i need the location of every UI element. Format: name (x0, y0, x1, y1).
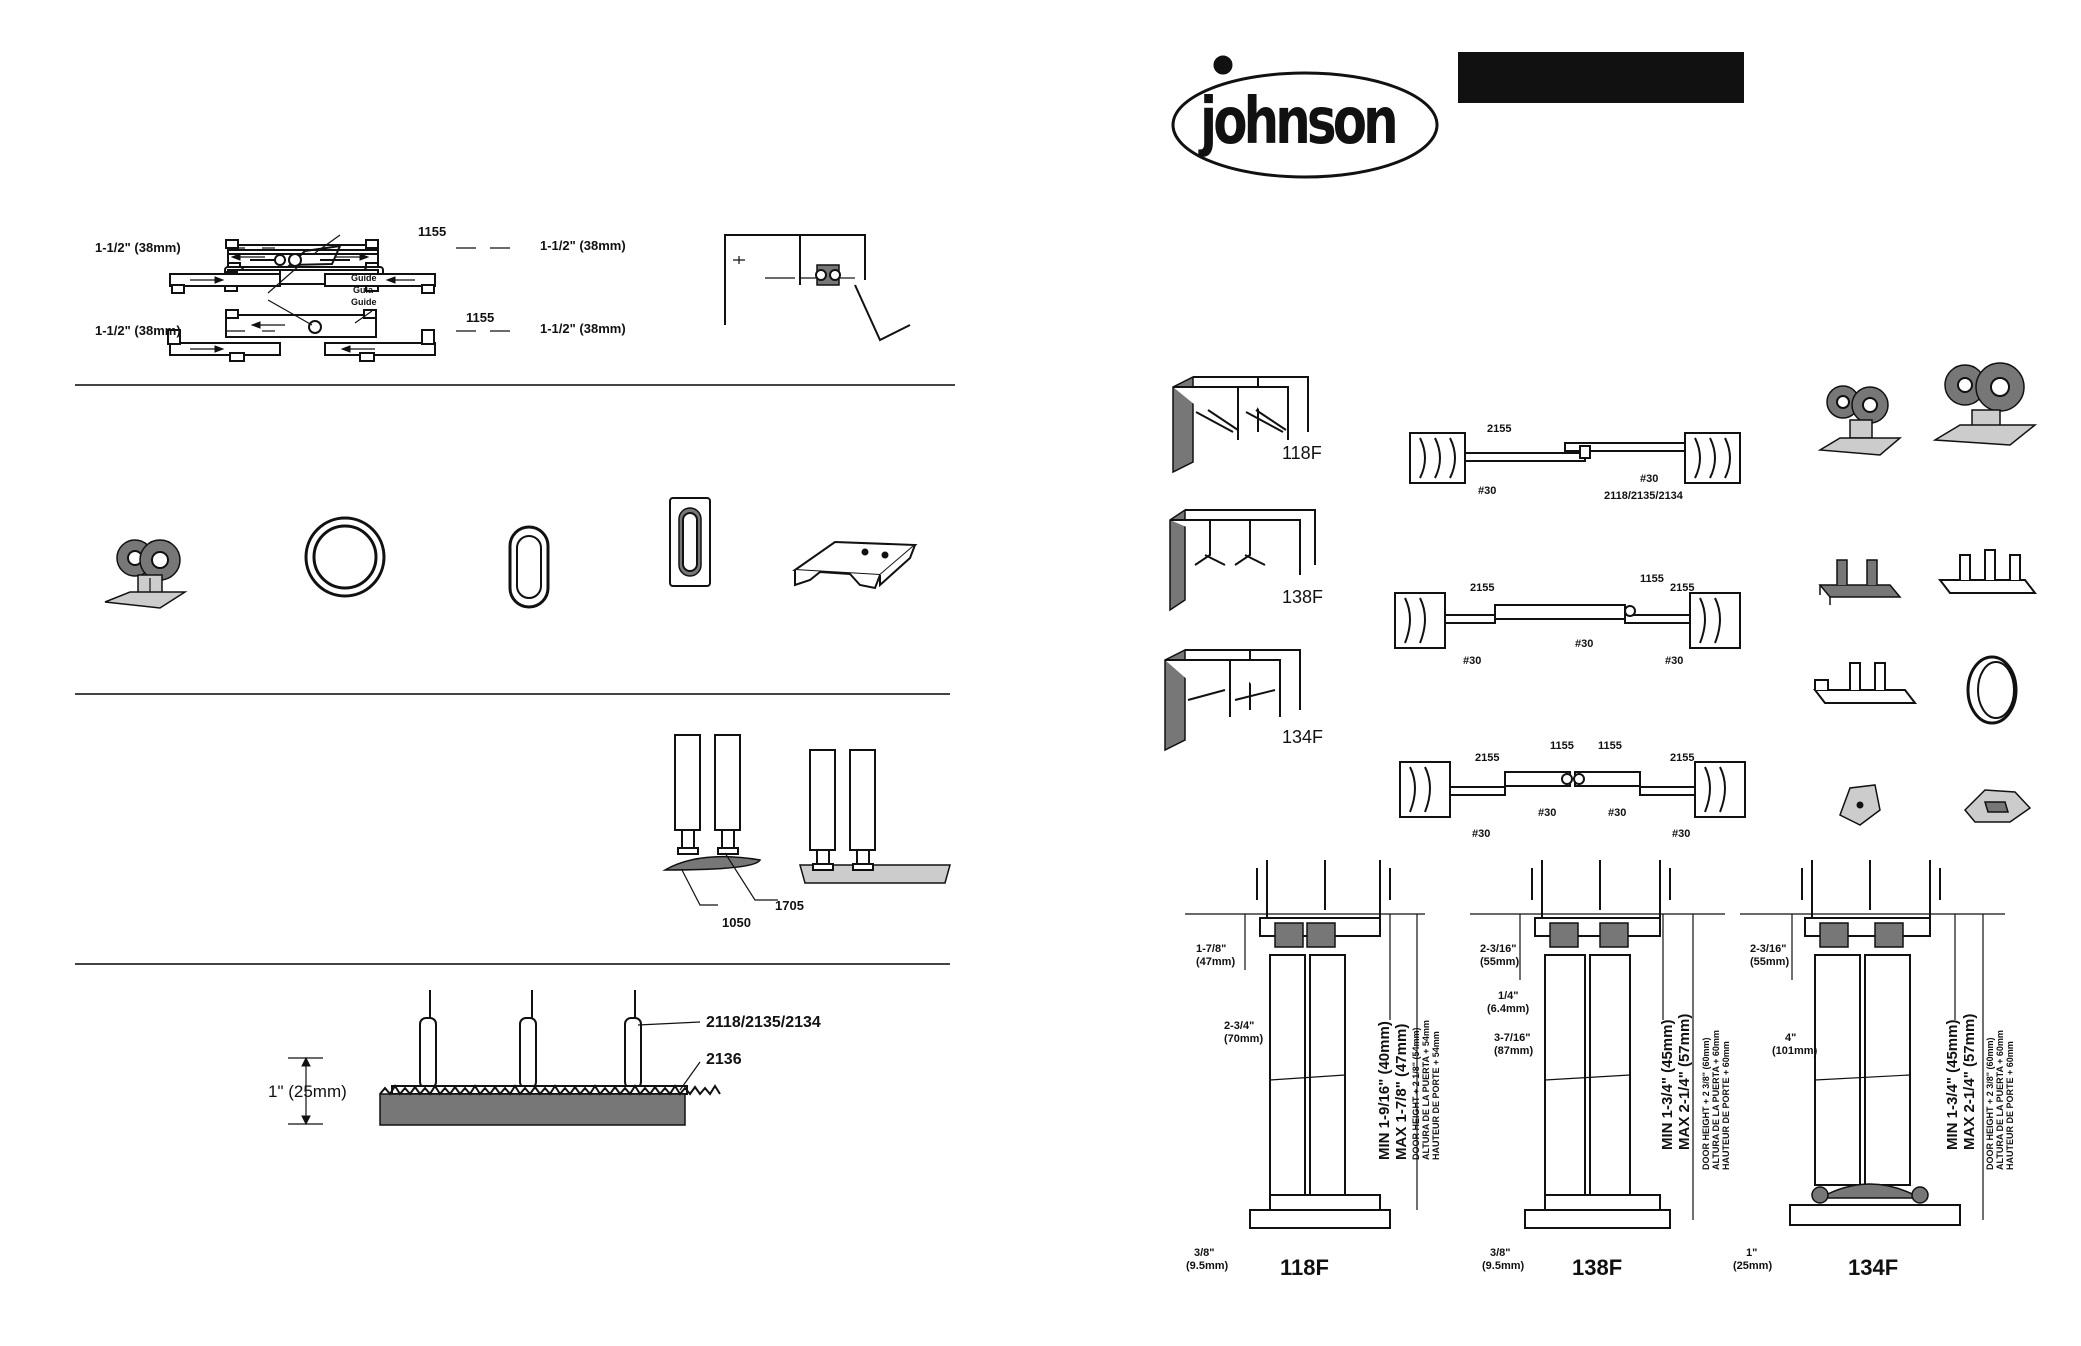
spacing-label: 1-1/2" (38mm) (95, 240, 181, 255)
model-label: 138F (1572, 1255, 1623, 1280)
part-label: 1155 (466, 310, 495, 325)
floor-guide-a (1818, 559, 1902, 605)
dimension-label: 2-3/4" (1224, 1020, 1255, 1032)
profile-134f-drawing (1164, 648, 1301, 752)
floor-bracket-drawing (662, 734, 951, 906)
part-label: 2155 (1670, 752, 1695, 764)
profile-label: 134F (1282, 727, 1324, 747)
dimension-label: (70mm) (1224, 1033, 1264, 1045)
guide-label: Guide (351, 273, 377, 283)
elevation-118f-drawing (1249, 860, 1391, 1229)
part-label: #30 (1463, 655, 1482, 667)
part-label: 1155 (1640, 573, 1664, 585)
carpet-riser-drawing (379, 990, 721, 1126)
model-label: 134F (1848, 1255, 1899, 1280)
part-label: 2155 (1487, 423, 1512, 435)
section-divider (75, 963, 950, 965)
dimension-label: (55mm) (1480, 956, 1520, 968)
spacing-label: 1-1/2" (38mm) (540, 238, 626, 253)
dimension-label: (6.4mm) (1487, 1003, 1530, 1015)
dimension-label: 1" (25mm) (268, 1082, 347, 1101)
part-label: 1155 (1550, 740, 1574, 752)
johnson-logo: johnson (1170, 55, 1440, 185)
dimension-label: 1" (1746, 1247, 1758, 1259)
hanger-part-a (1817, 385, 1903, 456)
part-label: #30 (1478, 485, 1497, 497)
guide-label: Guide (351, 297, 377, 307)
part-label: 2118/2135/2134 (706, 1014, 821, 1031)
part-label: 1155 (418, 224, 447, 239)
dimension-label: 3-7/16" (1494, 1032, 1531, 1044)
dimension-label: 1/4" (1498, 990, 1519, 1002)
dimension-label: (47mm) (1196, 956, 1236, 968)
part-label: 2155 (1470, 582, 1495, 594)
profile-label: 138F (1282, 587, 1324, 607)
hanger-part-b (1932, 362, 2038, 446)
floor-guide-part (792, 540, 918, 590)
dimension-label: 4" (1785, 1032, 1797, 1044)
guide-label: Guía (353, 285, 374, 295)
profile-label: 118F (1282, 443, 1322, 463)
dimension-label: 3/8" (1490, 1247, 1511, 1259)
dimension-label: 2-3/16" (1480, 943, 1517, 955)
profile-118f-drawing (1172, 375, 1309, 474)
part-label: 1705 (775, 898, 804, 913)
part-label: 2118/2135/2134 (1604, 490, 1683, 502)
part-label: #30 (1575, 638, 1594, 650)
dimension-label: (9.5mm) (1186, 1260, 1229, 1272)
elevation-134f-drawing (1789, 860, 1961, 1226)
model-label: 118F (1280, 1255, 1329, 1280)
dimension-label: 2-3/16" (1750, 943, 1787, 955)
bumper-part (1839, 784, 1881, 826)
cup-pull-part (1966, 655, 2018, 725)
part-label: 2155 (1475, 752, 1500, 764)
part-label: #30 (1672, 828, 1691, 840)
part-label: 1155 (1598, 740, 1622, 752)
floor-guide-b (1937, 549, 2038, 594)
track-installed-sketch (724, 234, 911, 342)
part-label: #30 (1608, 807, 1627, 819)
round-pull-part (304, 516, 386, 598)
floor-guide-c (1812, 662, 1918, 704)
dimension-label: (55mm) (1750, 956, 1790, 968)
section-view-2 (1394, 592, 1741, 649)
dimension-label: (9.5mm) (1482, 1260, 1525, 1272)
carpet-height-dimension (288, 1056, 323, 1126)
flush-pull-part (669, 497, 711, 587)
part-label: #30 (1538, 807, 1557, 819)
guide-block-part (1963, 789, 2032, 823)
elevation-138f-drawing (1524, 860, 1671, 1229)
dimension-label: 1-7/8" (1196, 943, 1227, 955)
section-view-3 (1399, 761, 1746, 818)
track-overlap-drawing (167, 234, 510, 362)
dimension-label: (87mm) (1494, 1045, 1534, 1057)
section-view-1 (1409, 432, 1741, 484)
part-label: 2155 (1670, 582, 1695, 594)
section-divider (75, 693, 950, 695)
part-label: 2136 (706, 1051, 742, 1068)
brand-name: johnson (1200, 85, 1399, 159)
section-divider (75, 384, 955, 386)
title-bar (1458, 52, 1744, 103)
dimension-label: (101mm) (1772, 1045, 1818, 1057)
spacing-label: 1-1/2" (38mm) (540, 321, 626, 336)
dimension-label: 3/8" (1194, 1247, 1215, 1259)
spacing-label: 1-1/2" (38mm) (95, 323, 181, 338)
profile-138f-drawing (1169, 508, 1316, 612)
part-label: #30 (1640, 473, 1659, 485)
dimension-label: (25mm) (1733, 1260, 1773, 1272)
part-label: #30 (1472, 828, 1491, 840)
hanger-wheel-part (104, 539, 188, 609)
elevation-dimension-lines (1185, 913, 2005, 1220)
oval-pull-part (508, 525, 550, 609)
part-label: 1050 (722, 915, 751, 930)
part-label: #30 (1665, 655, 1684, 667)
